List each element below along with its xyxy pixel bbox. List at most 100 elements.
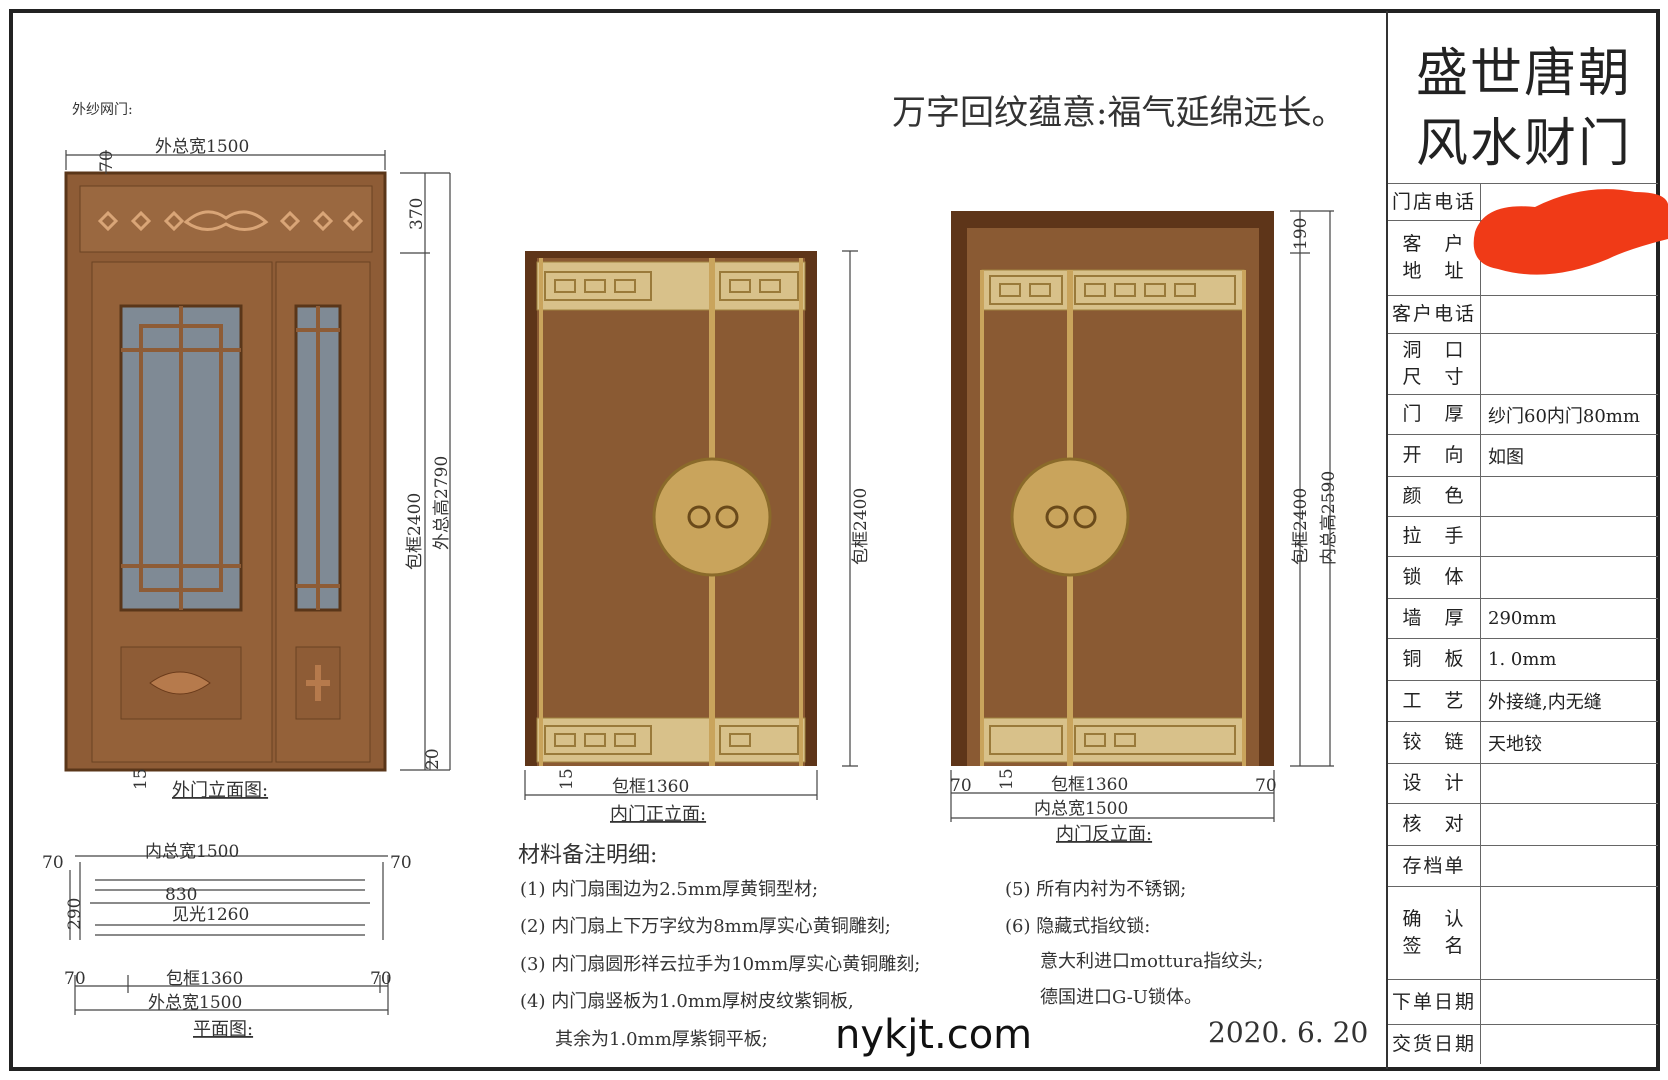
dim-back-top: 190: [1291, 218, 1311, 250]
note-item: (3) 内门扇圆形祥云拉手为10mm厚实心黄铜雕刻;: [520, 954, 920, 975]
brand-line-2: 风水财门: [1416, 114, 1633, 174]
note-item: (2) 内门扇上下万字纹为8mm厚实心黄铜雕刻;: [520, 916, 891, 937]
table-row: 拉 手: [1388, 516, 1658, 556]
row-label: 门 厚: [1388, 395, 1481, 434]
outer-door-drawing: [64, 171, 387, 772]
dim-outer-base: 15: [131, 768, 151, 790]
dim-outer-top: 370: [407, 198, 427, 230]
row-label: 铜 板: [1388, 639, 1481, 680]
dim-plan-leaf: 830: [165, 885, 197, 905]
row-value: 290mm: [1488, 608, 1557, 629]
dim-plan-clear: 见光1260: [172, 905, 249, 925]
dim-outer-frame: 包框2400: [405, 493, 425, 570]
dim-outer-bottom: 20: [423, 748, 443, 770]
row-label: 开 向: [1388, 435, 1481, 476]
row-value: 天地铰: [1488, 733, 1542, 755]
notes-title: 材料备注明细:: [518, 843, 657, 868]
note-item: 德国进口G-U锁体。: [1040, 987, 1202, 1008]
dim-back-base: 15: [997, 768, 1017, 790]
row-label: 下单日期: [1388, 980, 1481, 1024]
caption-outer-door: 外门立面图:: [172, 780, 268, 801]
note-item: (6) 隐藏式指纹锁:: [1005, 916, 1150, 937]
dim-back-right: 70: [1255, 776, 1277, 796]
row-label: 客户电话: [1388, 296, 1481, 333]
caption-inner-back: 内门反立面:: [1056, 824, 1152, 845]
page-border: [9, 9, 1660, 1071]
table-row: 开 向如图: [1388, 434, 1658, 476]
row-value: 如图: [1488, 446, 1524, 468]
table-row: 下单日期: [1388, 979, 1658, 1024]
table-row: 铰 链天地铰: [1388, 721, 1658, 763]
note-item: 其余为1.0mm厚紫铜平板;: [555, 1029, 768, 1050]
note-item: (5) 所有内衬为不锈钢;: [1005, 879, 1186, 900]
table-row: 工 艺外接缝,内无缝: [1388, 680, 1658, 721]
row-label: 门店电话: [1388, 184, 1481, 220]
slogan: 万字回纹蕴意:福气延绵远长。: [892, 93, 1345, 133]
dim-outer-height: 外总高2790: [432, 456, 452, 550]
row-label: 设 计: [1388, 764, 1481, 803]
dimension-labels: 外纱网门: 外总宽1500 70 370 包框2400 外总高2790 20 1…: [42, 102, 1339, 1040]
dim-front-frame-h: 包框2400: [851, 488, 871, 565]
dim-plan-depth: 290: [65, 898, 85, 930]
caption-inner-front: 内门正立面:: [610, 804, 706, 825]
dim-plan-frame: 包框1360: [166, 969, 243, 989]
row-label: 锁 体: [1388, 557, 1481, 598]
row-label: 工 艺: [1388, 681, 1481, 721]
table-row: 门 厚纱门60内门80mm: [1388, 394, 1658, 434]
dim-back-height: 内总高2590: [1319, 471, 1339, 565]
dim-back-left: 70: [950, 776, 972, 796]
dim-back-frame-h: 包框2400: [1291, 488, 1311, 565]
row-label: 墙 厚: [1388, 599, 1481, 638]
inner-front-door-drawing: [525, 251, 817, 766]
table-row: 核 对: [1388, 803, 1658, 845]
dim-back-width: 内总宽1500: [1034, 799, 1128, 819]
watermark: nykjt.com: [835, 1012, 1032, 1058]
row-label: 拉 手: [1388, 517, 1481, 556]
dim-plan-right2: 70: [370, 969, 392, 989]
table-row: 洞 口 尺 寸: [1388, 333, 1658, 394]
table-row: 设 计: [1388, 763, 1658, 803]
row-label: 存档单: [1388, 846, 1481, 886]
table-row: 存档单: [1388, 845, 1658, 886]
dimension-lines: [65, 150, 1334, 1015]
row-label: 铰 链: [1388, 722, 1481, 763]
inner-back-door-drawing: [951, 211, 1274, 766]
dim-outer-side: 70: [97, 150, 117, 172]
table-row: 客 户 地 址: [1388, 220, 1658, 295]
dim-front-base: 15: [557, 768, 577, 790]
table-row: 颜 色: [1388, 476, 1658, 516]
dim-outer-width: 外总宽1500: [155, 137, 249, 157]
row-label: 颜 色: [1388, 477, 1481, 516]
table-row: 客户电话: [1388, 295, 1658, 333]
table-row: 确 认 签 名: [1388, 886, 1658, 979]
row-value: 纱门60内门80mm: [1488, 405, 1640, 427]
brand-line-1: 盛世唐朝: [1416, 44, 1633, 104]
row-label: 客 户 地 址: [1388, 221, 1481, 295]
row-value: 1. 0mm: [1488, 649, 1557, 670]
row-label: 确 认 签 名: [1388, 887, 1481, 979]
table-row: 铜 板 1. 0mm: [1388, 638, 1658, 680]
table-row: 锁 体: [1388, 556, 1658, 598]
notes: 材料备注明细: (1) 内门扇围边为2.5mm厚黄铜型材; (2) 内门扇上下万…: [518, 843, 1263, 1050]
table-row: 交货日期: [1388, 1024, 1658, 1064]
outer-door-label: 外纱网门:: [72, 102, 133, 118]
note-item: (4) 内门扇竖板为1.0mm厚树皮纹紫铜板,: [520, 991, 854, 1012]
dim-plan-left: 70: [42, 853, 64, 873]
dim-plan-right: 70: [390, 853, 412, 873]
table-row: 墙 厚 290mm: [1388, 598, 1658, 638]
note-item: 意大利进口mottura指纹头;: [1040, 951, 1263, 972]
row-label: 洞 口 尺 寸: [1388, 334, 1481, 394]
dim-front-frame-w: 包框1360: [612, 777, 689, 797]
note-item: (1) 内门扇围边为2.5mm厚黄铜型材;: [520, 879, 818, 900]
caption-plan: 平面图:: [193, 1019, 253, 1040]
info-table: 盛世唐朝 风水财门 门店电话客 户 地 址客户电话洞 口 尺 寸门 厚纱门60内…: [1386, 11, 1660, 1069]
row-label: 核 对: [1388, 804, 1481, 845]
row-label: 交货日期: [1388, 1025, 1481, 1064]
dim-plan-left2: 70: [64, 969, 86, 989]
table-row: 门店电话: [1388, 183, 1658, 220]
row-value: 外接缝,内无缝: [1488, 692, 1602, 713]
dim-back-frame-w: 包框1360: [1051, 775, 1128, 795]
dim-plan-inner-width: 内总宽1500: [145, 842, 239, 862]
drawing-date: 2020. 6. 20: [1208, 1016, 1368, 1049]
